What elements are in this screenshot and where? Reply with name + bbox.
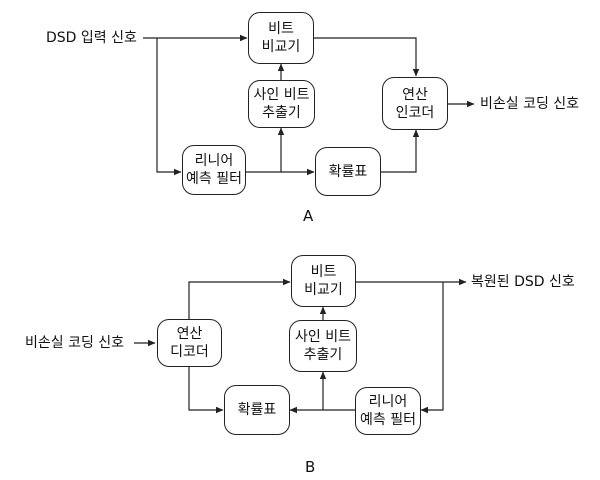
b-linear-line1: 리니어: [368, 394, 408, 410]
a-sign-bit-line1: 사인 비트: [253, 87, 310, 103]
a-output-label: 비손실 코딩 신호: [480, 96, 580, 112]
a-arith-encoder-box: 연산 인코더: [382, 77, 448, 130]
b-linear-line2: 예측 필터: [360, 412, 416, 428]
a-edge-prob-to-encoder: [381, 129, 420, 173]
a-encoder-line1: 연산: [402, 86, 428, 103]
b-sign-bit-extractor-box: 사인 비트 추출기: [289, 320, 357, 372]
a-prob-table-label: 확률표: [328, 163, 368, 180]
b-sign-bit-line1: 사인 비트: [295, 329, 351, 345]
b-output-label: 복원된 DSD 신호: [471, 274, 575, 290]
b-edge-decoder-to-bitcompare: [188, 278, 291, 319]
b-decoder-line1: 연산: [176, 326, 203, 342]
a-edge-input-to-linear: [156, 38, 182, 176]
b-bit-comparator-line2: 비교기: [304, 282, 343, 298]
b-sign-bit-line2: 추출기: [303, 347, 343, 363]
b-arith-decoder-box: 연산 디코더: [157, 319, 222, 367]
a-linear-line1: 리니어: [194, 153, 234, 169]
b-decoder-line2: 디코더: [170, 344, 209, 360]
a-encoder-line2: 인코더: [395, 104, 435, 121]
a-caption: A: [303, 207, 314, 225]
a-bit-comparator-line1: 비트: [268, 21, 294, 37]
b-edge-output-to-linear: [420, 282, 444, 414]
a-sign-bit-line2: 추출기: [262, 105, 301, 121]
a-bit-comparator-box: 비트 비교기: [248, 12, 314, 64]
a-input-label: DSD 입력 신호: [46, 30, 137, 46]
b-bit-comparator-box: 비트 비교기: [291, 255, 356, 307]
b-edge-decoder-to-prob: [188, 367, 224, 414]
a-prob-table-box: 확률표: [315, 147, 381, 196]
a-linear-predictor-box: 리니어 예측 필터: [182, 145, 246, 195]
b-caption: B: [305, 458, 316, 476]
a-linear-line2: 예측 필터: [186, 171, 242, 187]
b-bit-comparator-line1: 비트: [310, 264, 337, 280]
a-bit-comparator-line2: 비교기: [261, 39, 301, 55]
b-prob-table-label: 확률표: [237, 402, 277, 418]
b-input-label: 비손실 코딩 신호: [25, 335, 125, 351]
b-prob-table-box: 확률표: [224, 385, 290, 435]
a-sign-bit-extractor-box: 사인 비트 추출기: [248, 80, 315, 128]
b-linear-predictor-box: 리니어 예측 필터: [355, 387, 421, 435]
a-edge-bitcompare-to-encoder: [314, 37, 420, 77]
